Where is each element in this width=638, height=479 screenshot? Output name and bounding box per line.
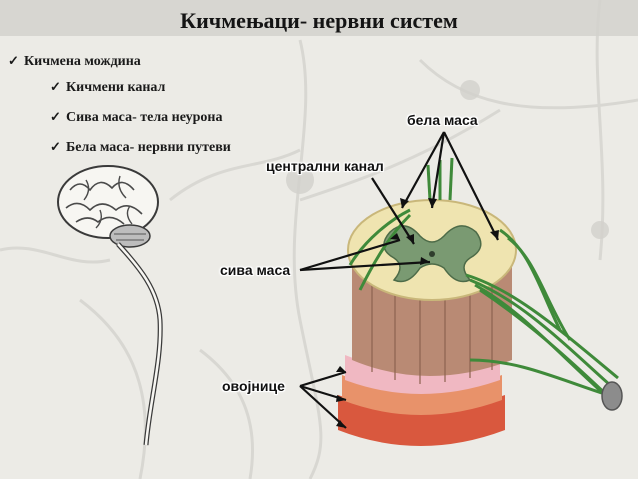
bullet-list: ✓ Кичмена мождина ✓ Кичмени канал ✓ Сива ма…: [8, 50, 231, 162]
bullet-spinal-canal: ✓ Кичмени канал: [50, 72, 231, 102]
bullet-text: Кичмена мождина: [24, 54, 141, 69]
check-icon: ✓: [8, 53, 19, 68]
brain-icon: [57, 165, 159, 248]
label-meninges: овојнице: [222, 378, 285, 394]
slide-title: Кичмењаци- нервни систем: [180, 8, 458, 33]
check-icon: ✓: [50, 79, 61, 94]
bullet-text: Кичмени канал: [66, 80, 166, 95]
bullet-gray-matter: ✓ Сива маса- тела неурона: [50, 102, 231, 132]
label-white-matter: бела маса: [407, 112, 478, 128]
label-gray-matter: сива маса: [220, 262, 291, 278]
bullet-text: Бела маса- нервни путеви: [66, 140, 231, 155]
label-central-canal: централни канал: [266, 158, 384, 174]
bullet-spinal-cord: ✓ Кичмена мождина: [8, 50, 231, 72]
bullet-text: Сива маса- тела неурона: [66, 110, 223, 125]
nerve-root-end: [601, 381, 623, 411]
pointer-arrows: [299, 131, 499, 429]
meninges-layers: [338, 355, 505, 446]
check-icon: ✓: [50, 109, 61, 124]
bullet-white-matter: ✓ Бела маса- нервни путеви: [50, 132, 231, 162]
check-icon: ✓: [50, 139, 61, 154]
central-canal-dot: [429, 251, 435, 257]
